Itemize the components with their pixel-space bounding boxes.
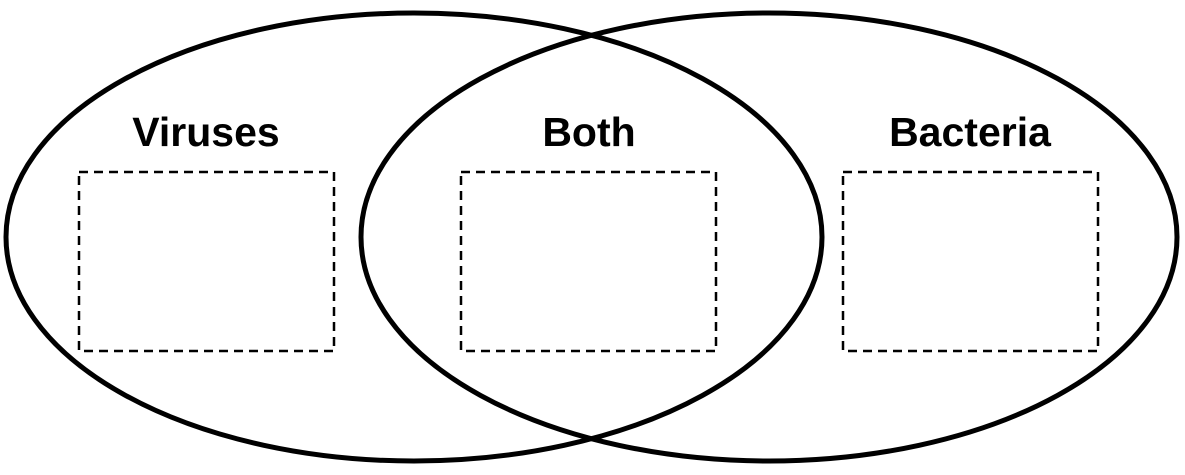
both-label: Both xyxy=(542,109,635,155)
bacteria-answer-box[interactable] xyxy=(841,170,1100,353)
viruses-label: Viruses xyxy=(132,109,279,155)
viruses-answer-box[interactable] xyxy=(77,170,336,353)
both-answer-box[interactable] xyxy=(459,170,718,353)
bacteria-circle xyxy=(358,10,1180,464)
viruses-circle xyxy=(3,10,825,464)
bacteria-label: Bacteria xyxy=(889,109,1052,155)
